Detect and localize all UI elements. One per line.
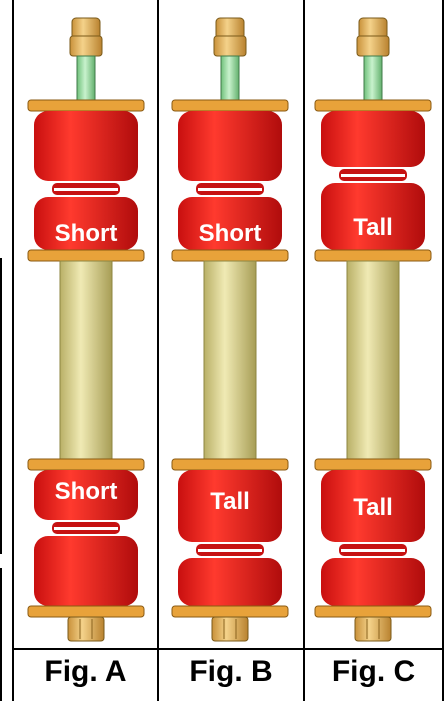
top-nut-hex (70, 36, 102, 56)
stud (364, 56, 382, 102)
washer (172, 459, 288, 470)
washer (315, 606, 431, 617)
bottom-nut (212, 617, 248, 641)
stud (221, 56, 239, 102)
sway-bar-gap (54, 188, 118, 191)
bushing (178, 558, 282, 606)
fig-caption-b: Fig. B (159, 650, 303, 694)
sway-bar-gap (341, 174, 405, 177)
washer (172, 606, 288, 617)
bushing-label-a-lower: Short (36, 480, 136, 504)
bushing-label-a-upper: Short (36, 222, 136, 246)
bottom-nut (68, 617, 104, 641)
bottom-nut (355, 617, 391, 641)
fig-caption-a: Fig. A (14, 650, 157, 694)
washer (315, 459, 431, 470)
washer (28, 250, 144, 261)
top-nut-hex (214, 36, 246, 56)
bushing-label-b-lower: Tall (180, 490, 280, 514)
bushing (34, 536, 138, 606)
washer (315, 250, 431, 261)
sway-bar-gap (54, 527, 118, 530)
washer (28, 459, 144, 470)
spacer-sleeve (347, 261, 399, 459)
bushing (321, 111, 425, 167)
spacer-sleeve (60, 261, 112, 459)
spacer-sleeve (204, 261, 256, 459)
top-nut-hex (357, 36, 389, 56)
bushing-label-b-upper: Short (180, 222, 280, 246)
sway-bar-gap (198, 549, 262, 552)
fig-caption-c: Fig. C (305, 650, 442, 694)
sway-bar-gap (198, 188, 262, 191)
stud (77, 56, 95, 102)
washer (28, 606, 144, 617)
washer (28, 100, 144, 111)
bushing-label-c-lower: Tall (323, 496, 423, 520)
washer (172, 100, 288, 111)
washer (315, 100, 431, 111)
sway-bar-gap (341, 549, 405, 552)
bushing (178, 111, 282, 181)
washer (172, 250, 288, 261)
bushing-label-c-upper: Tall (323, 216, 423, 240)
bushing (321, 558, 425, 606)
bushing (34, 111, 138, 181)
